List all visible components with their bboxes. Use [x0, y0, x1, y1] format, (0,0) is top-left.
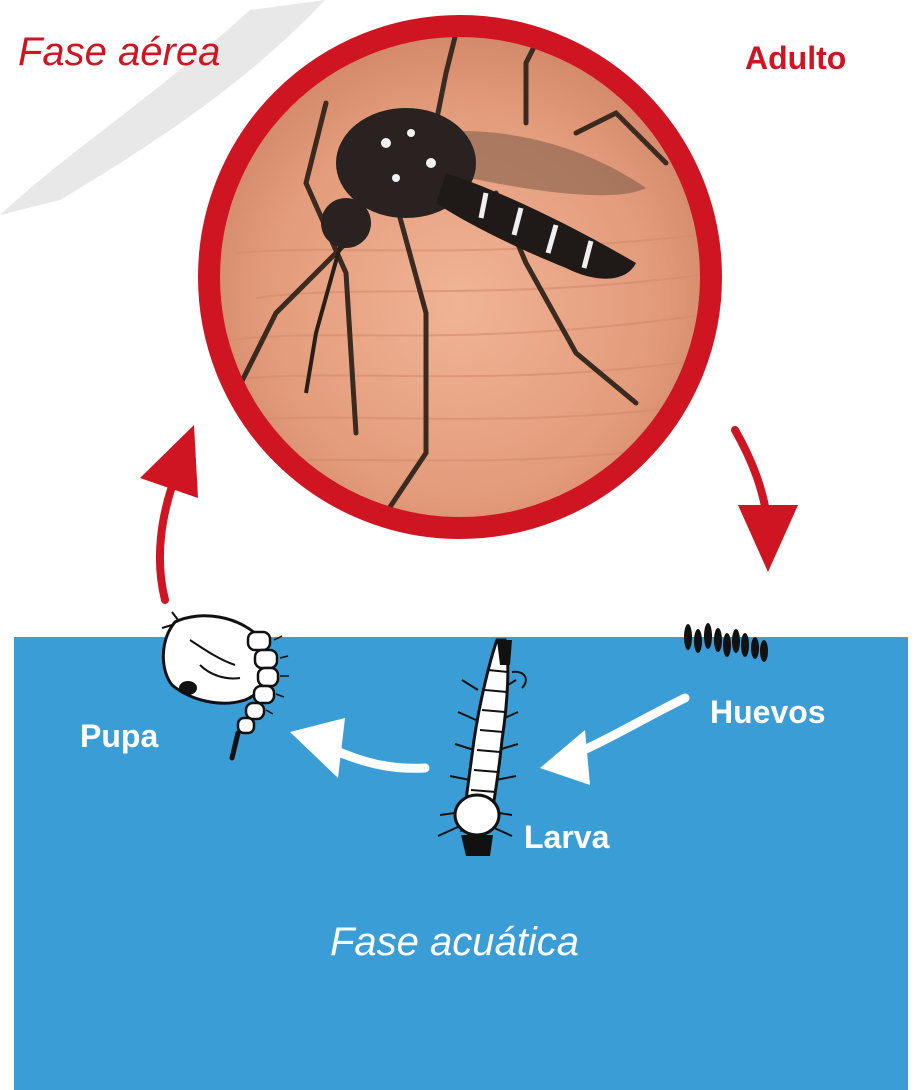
adult-stage-label: Adulto	[745, 40, 846, 77]
adult-to-eggs-arrow	[735, 430, 798, 572]
pupa-icon	[162, 612, 289, 758]
air-phase-label: Fase aérea	[18, 30, 220, 75]
pupa-stage-label: Pupa	[80, 718, 158, 755]
aquatic-phase-label: Fase acuática	[330, 920, 579, 965]
eggs-to-larva-arrow	[540, 698, 685, 785]
eggs-icon	[684, 623, 768, 662]
eggs-stage-label: Huevos	[710, 694, 826, 731]
larva-icon	[438, 640, 526, 856]
larva-stage-label: Larva	[524, 819, 609, 856]
pupa-to-adult-arrow	[140, 425, 198, 600]
larva-to-pupa-arrow	[290, 718, 425, 778]
